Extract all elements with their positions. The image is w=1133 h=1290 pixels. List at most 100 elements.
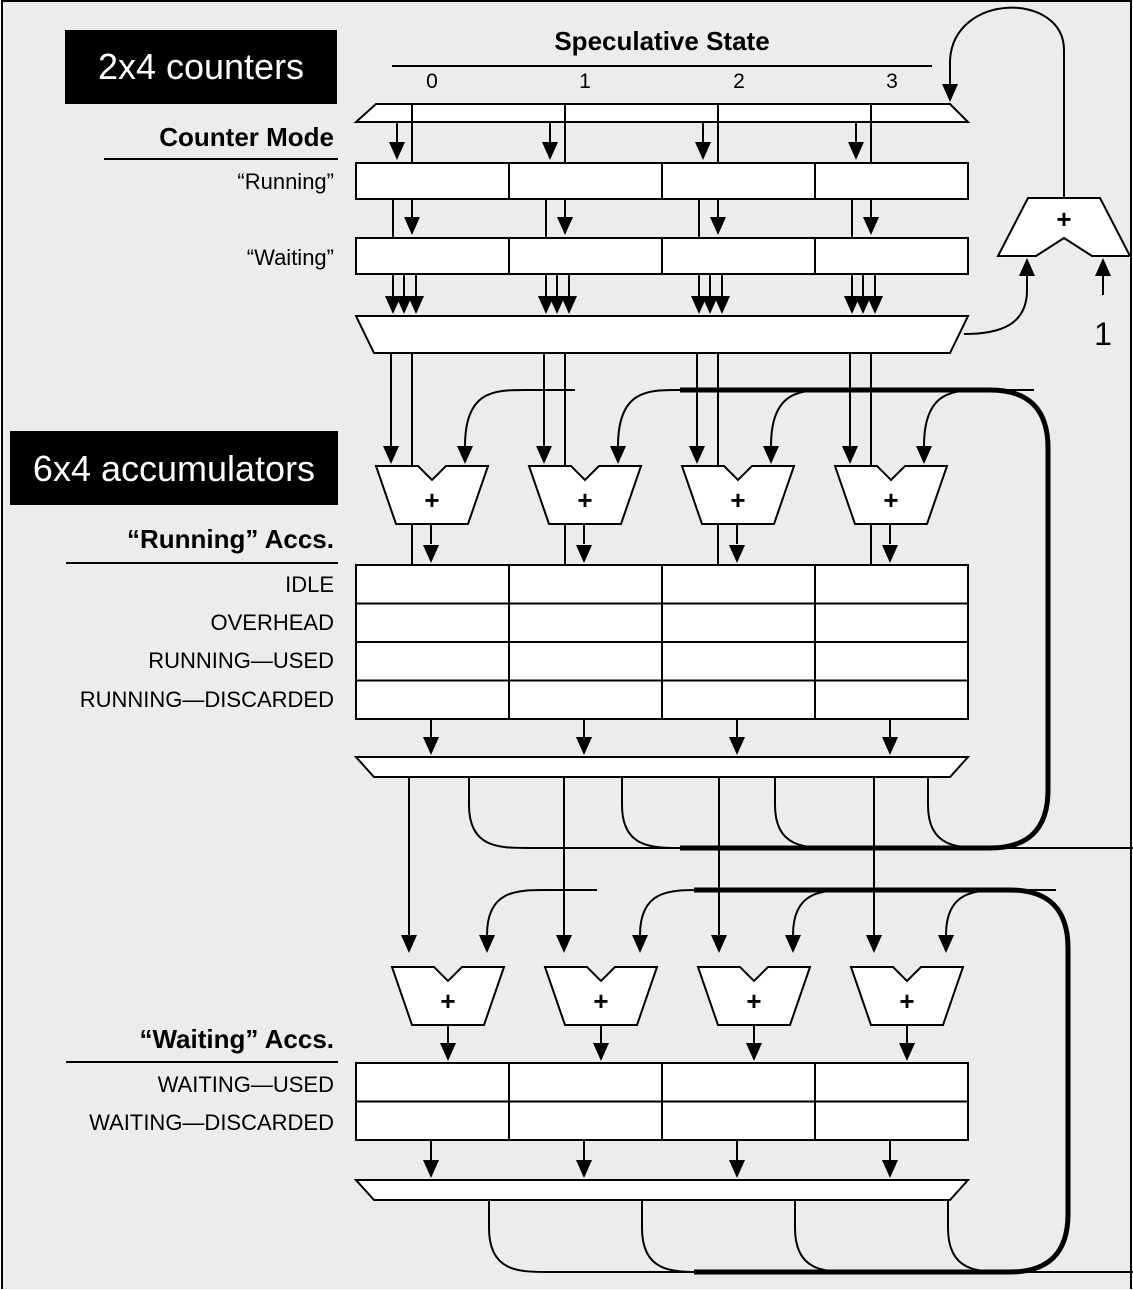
running-accs-heading: “Running” Accs. bbox=[127, 524, 334, 554]
col-3-running-adder: + bbox=[833, 465, 949, 525]
running-acc-label-used: RUNNING—USED bbox=[148, 648, 334, 673]
col-3-waiting-to-mux-arrow-b bbox=[867, 296, 883, 314]
accumulators-title: 6x4 accumulators bbox=[33, 448, 315, 489]
col-3-waiting-feedback-arrow bbox=[938, 935, 954, 953]
running-feedback-bus bbox=[680, 387, 1051, 851]
column-label-0: 0 bbox=[426, 70, 438, 93]
col-1-running-adder-plus: + bbox=[577, 485, 592, 515]
col-0-demux-waiting-arrow bbox=[404, 217, 420, 235]
column-label-2: 2 bbox=[733, 70, 745, 93]
counter-waiting-row-cell-0-0 bbox=[355, 237, 510, 275]
waiting-accs-grid-cell-1-0 bbox=[355, 1100, 510, 1141]
col-0-waiting-loop bbox=[488, 1200, 699, 1273]
running-accs-grid-cell-0-1 bbox=[508, 564, 663, 605]
col-2-running-to-mux-arrow bbox=[691, 296, 707, 314]
col-3-running-adder-body bbox=[833, 465, 949, 525]
running-acc-label-overhead: OVERHEAD bbox=[211, 610, 334, 635]
running-accs-mux bbox=[353, 756, 971, 778]
col-0-mux-to-adder-arrow bbox=[383, 446, 399, 464]
col-2-running-loop bbox=[774, 777, 985, 849]
counter-waiting-row bbox=[355, 237, 969, 275]
counters-title: 2x4 counters bbox=[98, 46, 304, 87]
increment-feedback-wire bbox=[949, 6, 1065, 198]
waiting-accs-grid bbox=[355, 1062, 969, 1141]
col-0-waiting-grid-out-arrow bbox=[423, 1160, 439, 1178]
counter-waiting-row-cell-0-3 bbox=[814, 237, 969, 275]
counter-waiting-row-cell-0-2 bbox=[661, 237, 816, 275]
col-3-waiting-feedback-arc bbox=[945, 889, 1056, 936]
waiting-accs-grid-cell-0-2 bbox=[661, 1062, 816, 1103]
counter-running-row-cell-0-1 bbox=[508, 162, 663, 200]
running-accs-grid-cell-0-0 bbox=[355, 564, 510, 605]
counter-running-row-cell-0-2 bbox=[661, 162, 816, 200]
column-label-1: 1 bbox=[579, 70, 591, 93]
speculative-state-title: Speculative State bbox=[554, 26, 769, 56]
increment-adder-plus: + bbox=[1056, 204, 1071, 234]
col-1-running-adder-body bbox=[527, 465, 643, 525]
col-2-waiting-adder-body bbox=[696, 966, 812, 1026]
col-1-demux-running-arrow bbox=[542, 142, 558, 160]
col-0-demux-running-arrow bbox=[389, 142, 405, 160]
col-0-waiting-adder-plus: + bbox=[440, 986, 455, 1016]
running-accs-grid-cell-0-2 bbox=[661, 564, 816, 605]
demux-top bbox=[353, 103, 971, 123]
waiting-acc-label-used: WAITING—USED bbox=[158, 1072, 334, 1097]
running-accs-grid-cell-1-0 bbox=[355, 602, 510, 643]
col-2-running-adder-plus: + bbox=[730, 485, 745, 515]
col-0-waiting-adder: + bbox=[390, 966, 506, 1026]
column-label-3: 3 bbox=[886, 70, 898, 93]
col-1-waiting-adder-out-arrow bbox=[593, 1043, 609, 1061]
col-0-running-to-mux-arrow bbox=[385, 296, 401, 314]
col-2-running-feedback-arc bbox=[770, 389, 881, 447]
col-3-waiting-adder: + bbox=[849, 966, 965, 1026]
col-1-running-loop bbox=[621, 777, 832, 849]
col-0-waiting-to-mux-arrow-a bbox=[396, 296, 412, 314]
col-1-waiting-to-mux-arrow-b bbox=[561, 296, 577, 314]
adder-input-b-arrowhead bbox=[1095, 258, 1111, 276]
col-2-waiting-grid-out-arrow bbox=[729, 1160, 745, 1178]
col-3-to-waiting-adder-arrow bbox=[866, 935, 882, 953]
col-1-adder-out-arrow bbox=[576, 545, 592, 563]
counter-running-row-cell-0-3 bbox=[814, 162, 969, 200]
running-accs-grid-cell-1-1 bbox=[508, 602, 663, 643]
col-3-demux-running-arrow bbox=[848, 142, 864, 160]
col-2-demux-waiting-arrow bbox=[710, 217, 726, 235]
col-1-waiting-feedback-arc bbox=[639, 889, 750, 936]
counter-running-row-cell-0-0 bbox=[355, 162, 510, 200]
waiting-accs-grid-cell-0-0 bbox=[355, 1062, 510, 1103]
col-2-waiting-adder-plus: + bbox=[746, 986, 761, 1016]
col-0-to-waiting-adder-arrow bbox=[401, 935, 417, 953]
col-1-running-to-mux-arrow bbox=[538, 296, 554, 314]
col-0-adder-out-arrow bbox=[423, 545, 439, 563]
col-0-running-adder-body bbox=[374, 465, 490, 525]
col-3-waiting-grid-out-arrow bbox=[882, 1160, 898, 1178]
counter-mode-heading: Counter Mode bbox=[159, 122, 334, 152]
col-1-waiting-adder-plus: + bbox=[593, 986, 608, 1016]
col-1-waiting-adder: + bbox=[543, 966, 659, 1026]
col-1-waiting-grid-out-arrow bbox=[576, 1160, 592, 1178]
running-accs-grid-cell-1-2 bbox=[661, 602, 816, 643]
col-2-demux-running-arrow bbox=[695, 142, 711, 160]
col-1-running-grid-out-arrow bbox=[576, 737, 592, 755]
waiting-accs-heading: “Waiting” Accs. bbox=[139, 1024, 334, 1054]
increment-feedback-arrowhead bbox=[942, 84, 958, 102]
running-accs-grid-cell-3-0 bbox=[355, 679, 510, 720]
col-2-adder-out-arrow bbox=[729, 545, 745, 563]
counters-title-box bbox=[65, 30, 337, 104]
adder-input-a-arrowhead bbox=[1019, 258, 1035, 276]
col-2-mux-to-adder-arrow bbox=[689, 446, 705, 464]
counter-mux-to-adder-wire bbox=[963, 270, 1028, 335]
counter-row-running-label: “Running” bbox=[237, 169, 334, 194]
col-3-running-grid-out-arrow bbox=[882, 737, 898, 755]
increment-adder bbox=[996, 197, 1132, 257]
running-acc-label-idle: IDLE bbox=[285, 572, 334, 597]
col-3-waiting-loop bbox=[947, 1200, 1133, 1273]
col-2-waiting-feedback-arc bbox=[792, 889, 903, 936]
col-0-running-feedback-arc bbox=[464, 389, 575, 447]
col-3-adder-out-arrow bbox=[882, 545, 898, 563]
waiting-feedback-bus bbox=[694, 887, 1071, 1275]
col-0-running-adder: + bbox=[374, 465, 490, 525]
col-1-to-waiting-adder-arrow bbox=[556, 935, 572, 953]
counter-running-row bbox=[355, 162, 969, 200]
